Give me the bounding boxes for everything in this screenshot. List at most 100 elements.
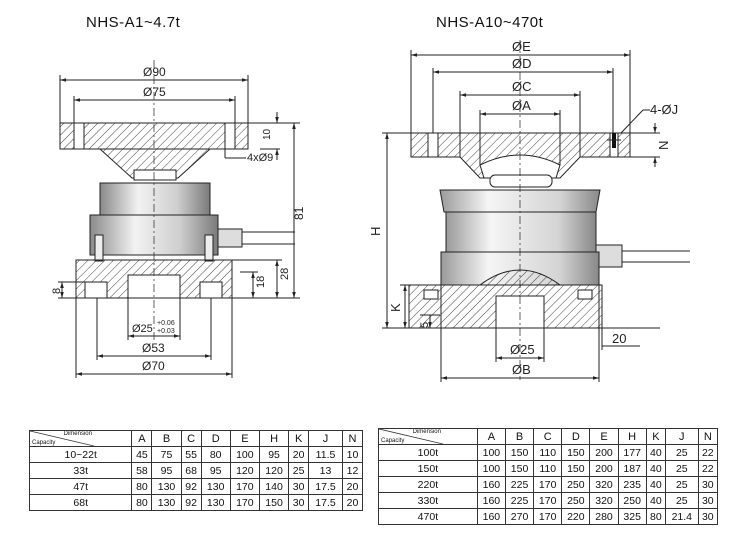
left-drawing	[58, 60, 300, 378]
table-row: 47t 80 130 92 130 170 140 30 17.5 20	[28, 478, 364, 495]
column-header: J	[308, 430, 343, 447]
value-cell: 150	[258, 494, 290, 511]
dim-dB: ØB	[512, 362, 531, 377]
dim-d75: Ø75	[143, 85, 166, 99]
value-cell: 75	[151, 446, 182, 463]
dim-dD: ØD	[512, 56, 532, 71]
left-plate-hole-l	[73, 122, 85, 150]
value-cell: 250	[561, 476, 591, 493]
table-header-row: Dimension Capacity A B C D E H K J N	[378, 428, 719, 445]
value-cell: 110	[533, 460, 563, 477]
table-row: 220t 160 225 170 250 320 235 40 25 30	[378, 476, 719, 493]
right-spec-table: Dimension Capacity A B C D E H K J N 100…	[378, 428, 719, 525]
column-header: H	[258, 430, 290, 447]
value-cell: 40	[645, 460, 667, 477]
value-cell: 92	[180, 494, 202, 511]
column-header: B	[151, 430, 182, 447]
value-cell: 25	[665, 492, 699, 509]
value-cell: 25	[288, 462, 310, 479]
value-cell: 100	[229, 446, 260, 463]
value-cell: 170	[533, 492, 563, 509]
value-cell: 21.4	[665, 508, 699, 525]
dim-K: K	[388, 303, 403, 312]
value-cell: 320	[589, 492, 619, 509]
value-cell: 20	[341, 494, 364, 511]
value-cell: 25	[665, 460, 699, 477]
value-cell: 12	[341, 462, 364, 479]
value-cell: 100	[476, 444, 506, 461]
dim-dA: ØA	[512, 98, 531, 113]
column-header: D	[561, 428, 591, 445]
column-header: H	[617, 428, 647, 445]
capacity-cell: 47t	[28, 478, 133, 495]
value-cell: 250	[617, 492, 647, 509]
value-cell: 200	[589, 460, 619, 477]
value-cell: 150	[561, 444, 591, 461]
dim-tol-up: +0.06	[157, 320, 175, 327]
column-header: A	[476, 428, 506, 445]
dim-bore: Ø25	[132, 323, 153, 335]
value-cell: 120	[258, 462, 290, 479]
value-cell: 17.5	[308, 494, 343, 511]
capacity-cell: 10~22t	[28, 446, 133, 463]
capacity-cell: 330t	[378, 492, 478, 509]
value-cell: 270	[504, 508, 535, 525]
value-cell: 177	[617, 444, 647, 461]
value-cell: 58	[131, 462, 153, 479]
left-upper-cylinder	[99, 182, 211, 216]
dim-dC: ØC	[512, 79, 532, 94]
value-cell: 25	[665, 476, 699, 493]
table-row: 470t 160 270 170 220 280 325 80 21.4 30	[378, 508, 719, 525]
dim-N: N	[656, 141, 671, 150]
value-cell: 170	[229, 494, 260, 511]
header-capacity: Capacity	[381, 438, 405, 444]
header-dimension: Dimension	[412, 429, 441, 435]
value-cell: 30	[697, 476, 719, 493]
column-header: K	[645, 428, 667, 445]
table-row: 150t 100 150 110 150 200 187 40 25 22	[378, 460, 719, 477]
header-capacity: Capacity	[32, 440, 56, 446]
value-cell: 80	[131, 494, 153, 511]
column-header: A	[131, 430, 153, 447]
capacity-cell: 470t	[378, 508, 478, 525]
value-cell: 130	[151, 494, 182, 511]
left-spec-table: Dimension Capacity A B C D E H K J N 10~…	[28, 430, 364, 511]
value-cell: 120	[229, 462, 260, 479]
dim-holes-right: 4-ØJ	[650, 102, 678, 117]
value-cell: 10	[341, 446, 364, 463]
value-cell: 220	[561, 508, 591, 525]
value-cell: 150	[561, 460, 591, 477]
value-cell: 92	[180, 478, 202, 495]
value-cell: 150	[504, 444, 535, 461]
table-row: 100t 100 150 110 150 200 177 40 25 22	[378, 444, 719, 461]
column-header: N	[697, 428, 719, 445]
column-header: D	[200, 430, 231, 447]
value-cell: 30	[288, 478, 310, 495]
value-cell: 95	[151, 462, 182, 479]
value-cell: 30	[697, 508, 719, 525]
corner-cell: Dimension Capacity	[378, 428, 478, 445]
value-cell: 100	[476, 460, 506, 477]
value-cell: 160	[476, 492, 506, 509]
table-row: 330t 160 225 170 250 320 250 40 25 30	[378, 492, 719, 509]
right-dimension-labels: ØE ØD ØC ØA 4-ØJ N H K 5 20 Ø25 ØB	[368, 39, 678, 377]
value-cell: 80	[131, 478, 153, 495]
right-cylinder	[445, 211, 597, 253]
capacity-cell: 150t	[378, 460, 478, 477]
table-row: 33t 58 95 68 95 120 120 25 13 12	[28, 462, 364, 479]
dim-t10: 10	[262, 128, 273, 140]
left-plate-hole-r	[224, 122, 236, 150]
column-header: K	[288, 430, 310, 447]
value-cell: 11.5	[308, 446, 343, 463]
value-cell: 200	[589, 444, 619, 461]
right-cable-gland	[595, 244, 623, 268]
right-drawing-title: NHS-A10~470t	[436, 14, 544, 31]
value-cell: 235	[617, 476, 647, 493]
value-cell: 250	[561, 492, 591, 509]
column-header: B	[504, 428, 535, 445]
value-cell: 17.5	[308, 478, 343, 495]
value-cell: 225	[504, 476, 535, 493]
dim-five: 5	[419, 322, 431, 328]
dim-d53: Ø53	[142, 341, 165, 355]
dim-holes: 4xØ9	[247, 152, 273, 164]
